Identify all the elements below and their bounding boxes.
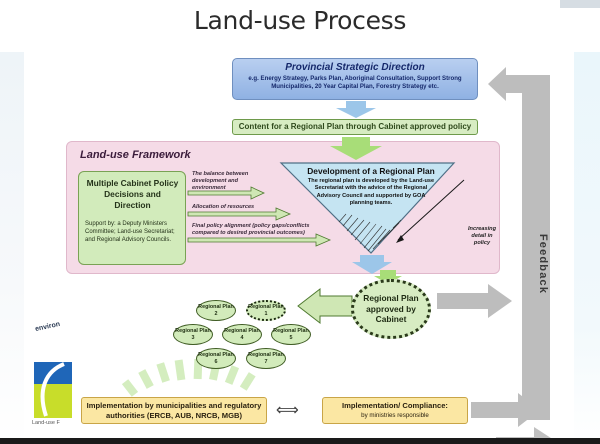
logo-green-block <box>34 384 72 418</box>
cabinet-policy-title: Multiple Cabinet Policy Decisions and Di… <box>86 178 179 210</box>
regional-plan-3: Regional Plan 3 <box>173 324 213 345</box>
bottom-edge-bar <box>0 438 600 444</box>
regional-plan-funnel <box>279 162 456 254</box>
increasing-detail-arrow <box>397 179 465 241</box>
regional-plan-1: Regional Plan 1 <box>246 300 286 321</box>
right-edge-decoration <box>574 52 600 444</box>
regional-plan-2: Regional Plan 2 <box>196 300 236 321</box>
regional-plan-approved-oval: Regional Plan approved by Cabinet <box>351 279 431 339</box>
feedback-bar <box>522 75 550 420</box>
down-arrow-approval <box>374 270 402 284</box>
compliance-subtitle: by ministries responsible <box>361 412 429 419</box>
slide-title: Land-use Process <box>193 6 407 35</box>
cabinet-policy-box: Multiple Cabinet Policy Decisions and Di… <box>78 171 186 265</box>
arrow-to-feedback <box>437 284 512 318</box>
arrow-final-alignment <box>187 233 332 247</box>
down-arrow-funnel <box>352 255 392 274</box>
implementation-box: Implementation by municipalities and reg… <box>81 397 267 424</box>
feedback-label: Feedback <box>537 233 549 295</box>
compliance-title: Implementation/ Compliance: <box>342 401 448 410</box>
down-arrow-green <box>330 137 382 160</box>
funnel-hatching <box>338 213 402 252</box>
arrow-label-allocation: Allocation of resources <box>192 204 255 210</box>
arrow-label-balance: The balance between development and envi… <box>192 171 249 191</box>
green-arc-decoration <box>121 358 256 397</box>
provincial-strategic-direction-box: Provincial Strategic Direction e.g. Ener… <box>232 58 478 100</box>
arrow-balance <box>187 186 265 200</box>
cabinet-support-text: Support by: a Deputy Ministers Committee… <box>85 221 175 243</box>
provincial-subtitle: e.g. Energy Strategy, Parks Plan, Aborig… <box>248 75 462 90</box>
arrow-allocation <box>187 207 292 221</box>
regional-plan-7: Regional Plan 7 <box>246 348 286 369</box>
provincial-title: Provincial Strategic Direction <box>285 62 425 73</box>
feedback-top-arrow <box>488 67 550 101</box>
development-body: The regional plan is developed by the La… <box>307 178 435 207</box>
arrow-label-final-alignment: Final policy alignment (policy gaps/conf… <box>192 223 310 236</box>
regional-plan-5: Regional Plan 5 <box>271 324 311 345</box>
top-corner-decoration <box>560 0 600 8</box>
left-edge-decoration <box>0 52 24 444</box>
arrow-to-regional-plans <box>297 287 353 325</box>
logo-text-fragment: Land-use F <box>32 420 60 426</box>
land-use-framework-title: Land-use Framework <box>80 149 191 161</box>
compliance-box: Implementation/ Compliance: by ministrie… <box>322 397 468 424</box>
regional-plan-6: Regional Plan 6 <box>196 348 236 369</box>
development-title: Development of a Regional Plan <box>307 166 435 176</box>
regional-plan-content-box: Content for a Regional Plan through Cabi… <box>232 119 478 135</box>
down-arrow-blue <box>336 101 376 118</box>
regional-plan-4: Regional Plan 4 <box>222 324 262 345</box>
logo-swoosh-icon <box>40 362 65 417</box>
double-arrow-icon: ⟺ <box>276 402 299 419</box>
increasing-detail-label: Increasing detail in policy <box>468 226 496 247</box>
